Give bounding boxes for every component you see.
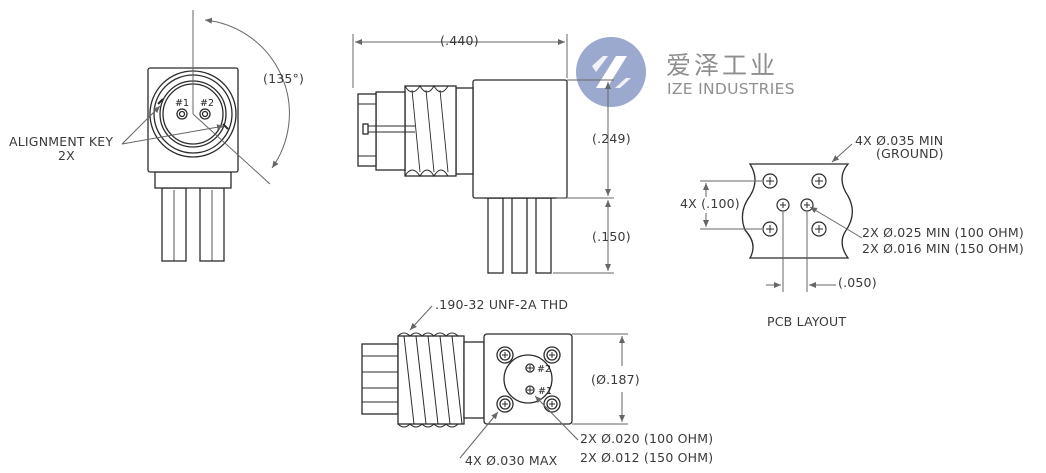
signal-pin-100-label: 2X Ø.020 (100 OHM): [580, 431, 714, 446]
thread-label: .190-32 UNF-2A THD: [435, 297, 569, 312]
pcb-pitch-label: 4X (.100): [680, 196, 740, 211]
pcb-ground-note: (GROUND): [876, 146, 944, 161]
bottom-view-dimensions: [409, 305, 628, 459]
ize-logo-mark: [576, 37, 646, 107]
bottom-pin2-label: #2: [537, 364, 551, 375]
height-dimension-label: (.249): [592, 131, 631, 146]
ground-pin-label: 4X Ø.030 MAX: [465, 453, 558, 468]
alignment-key-leaders: [121, 105, 225, 145]
bottom-view: [361, 332, 573, 428]
diameter-label: (Ø.187): [591, 372, 640, 387]
logo-english-name: IZE INDUSTRIES: [667, 80, 795, 98]
length-dimension-label: (.440): [440, 33, 479, 48]
pcb-signal-hole-100: 2X Ø.025 MIN (100 OHM): [862, 225, 1024, 240]
pcb-offset-label: (.050): [838, 275, 877, 290]
bottom-pin1-label: #1: [538, 386, 552, 397]
pcb-board: [741, 163, 853, 259]
pcb-signal-hole-150: 2X Ø.016 MIN (150 OHM): [862, 241, 1024, 256]
front-pin2-label: #2: [200, 98, 214, 109]
side-view: [357, 79, 568, 274]
pcb-layout-title: PCB LAYOUT: [767, 314, 847, 329]
leg-dimension-label: (.150): [592, 229, 631, 244]
side-view-dimensions: [352, 34, 614, 274]
alignment-key-count: 2X: [58, 148, 75, 163]
pcb-dimensions: [700, 143, 863, 292]
angle-dimension: [192, 10, 290, 185]
signal-pin-150-label: 2X Ø.012 (150 OHM): [580, 450, 714, 465]
pcb-holes: [762, 173, 827, 237]
angle-label: (135°): [263, 71, 305, 86]
front-pin1-label: #1: [175, 98, 189, 109]
logo-chinese-name: 爱泽工业: [666, 51, 779, 80]
pcb-ground-hole-label: 4X Ø.035 MIN: [855, 133, 944, 148]
alignment-key-label: ALIGNMENT KEY: [9, 134, 114, 149]
